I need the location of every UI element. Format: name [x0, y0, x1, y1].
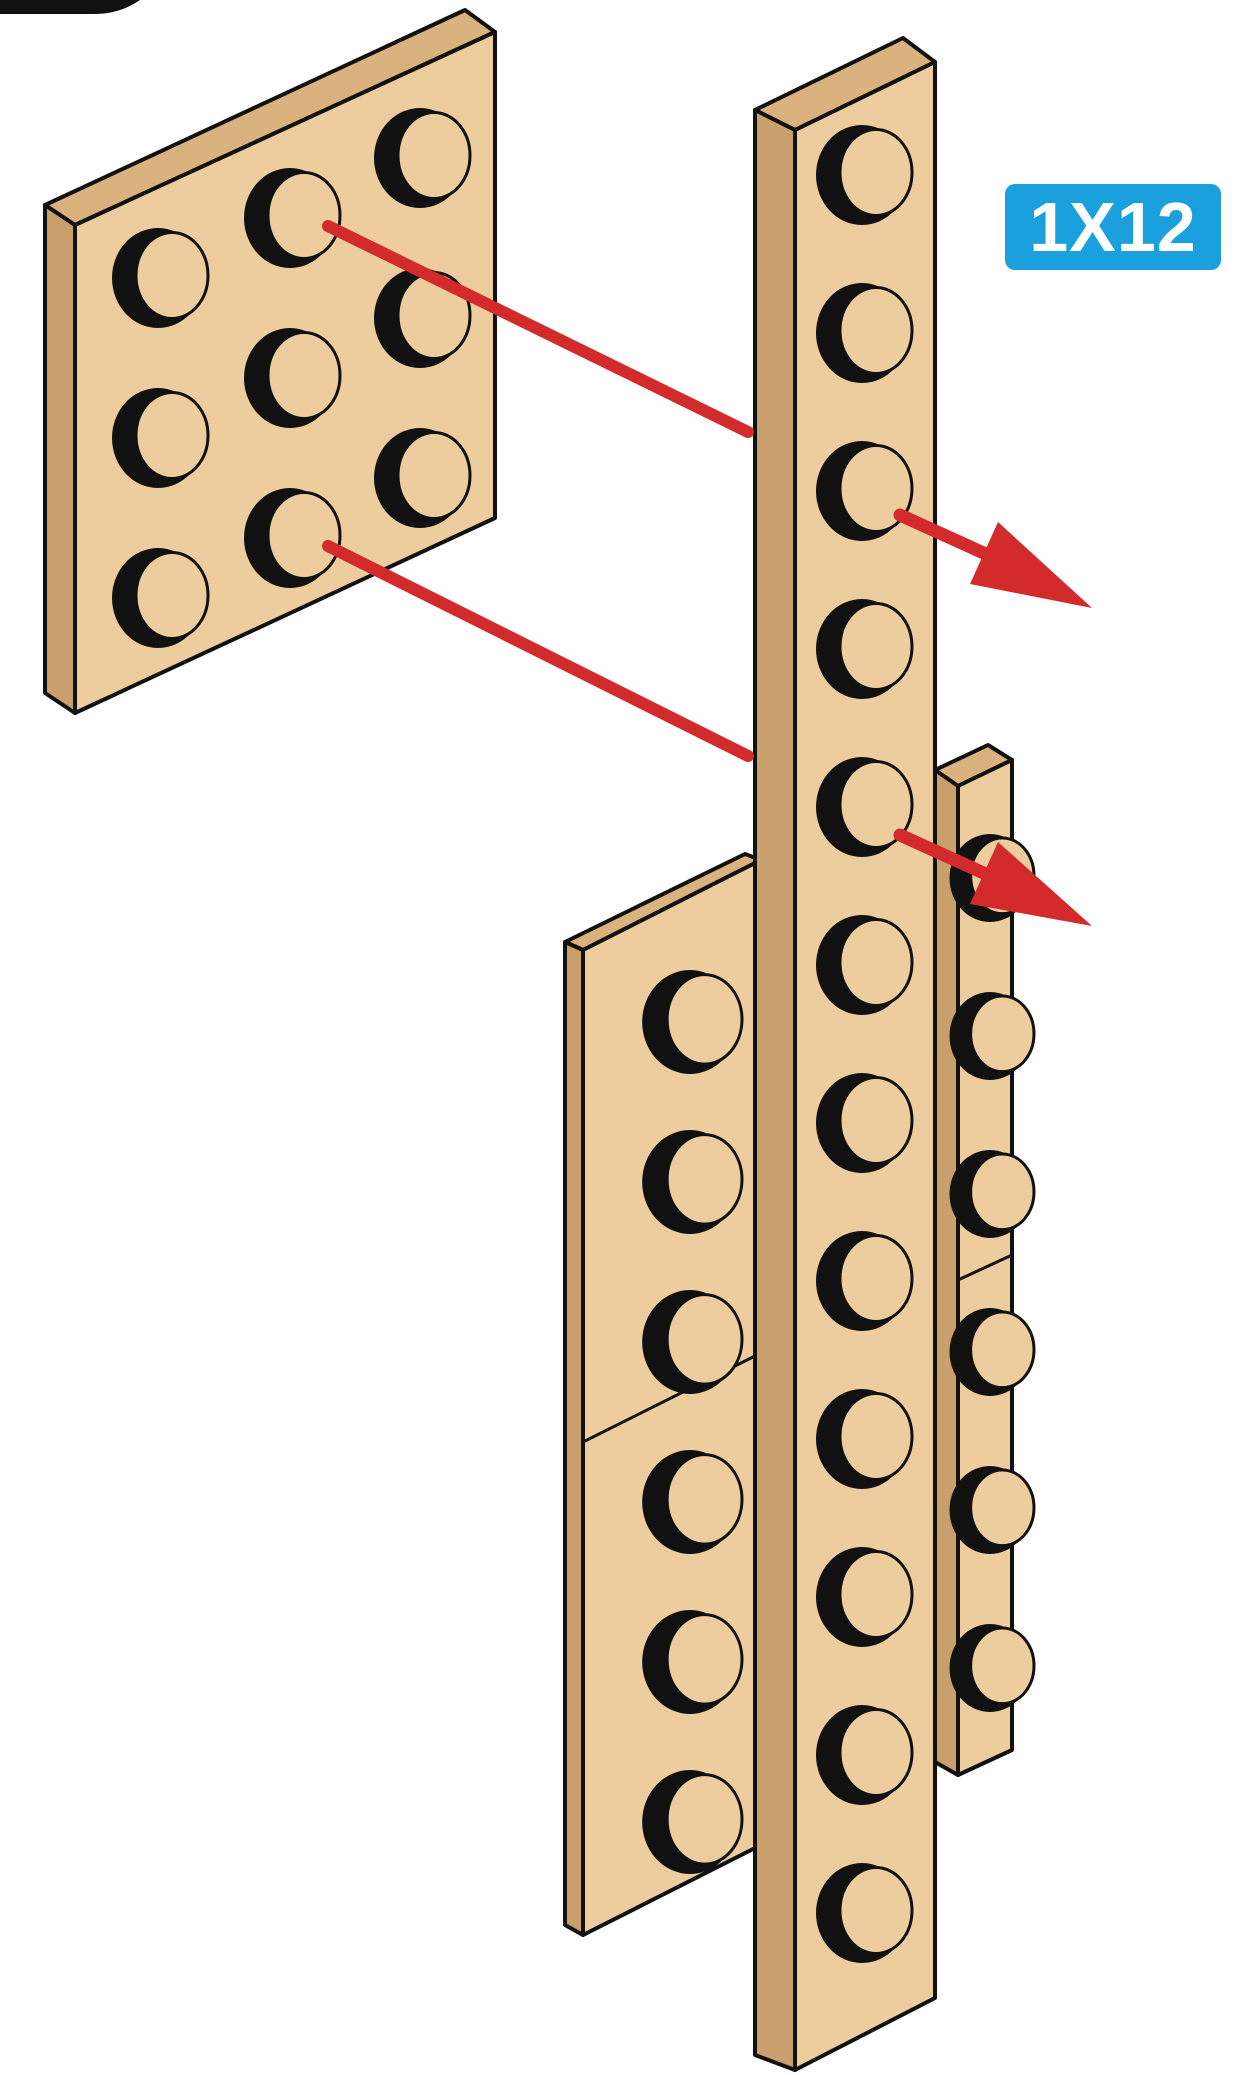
- stud: [950, 1150, 1034, 1238]
- stud: [950, 992, 1034, 1080]
- corner-tab-icon: [0, 0, 140, 14]
- stud: [950, 1308, 1034, 1396]
- stud: [950, 1624, 1034, 1712]
- lower-left-plate: [565, 854, 761, 1935]
- stud: [950, 1466, 1034, 1554]
- square-3x3-plate: [45, 10, 495, 713]
- long-1x12-plate: [755, 38, 935, 2070]
- part-size-badge: 1X12: [1005, 184, 1221, 270]
